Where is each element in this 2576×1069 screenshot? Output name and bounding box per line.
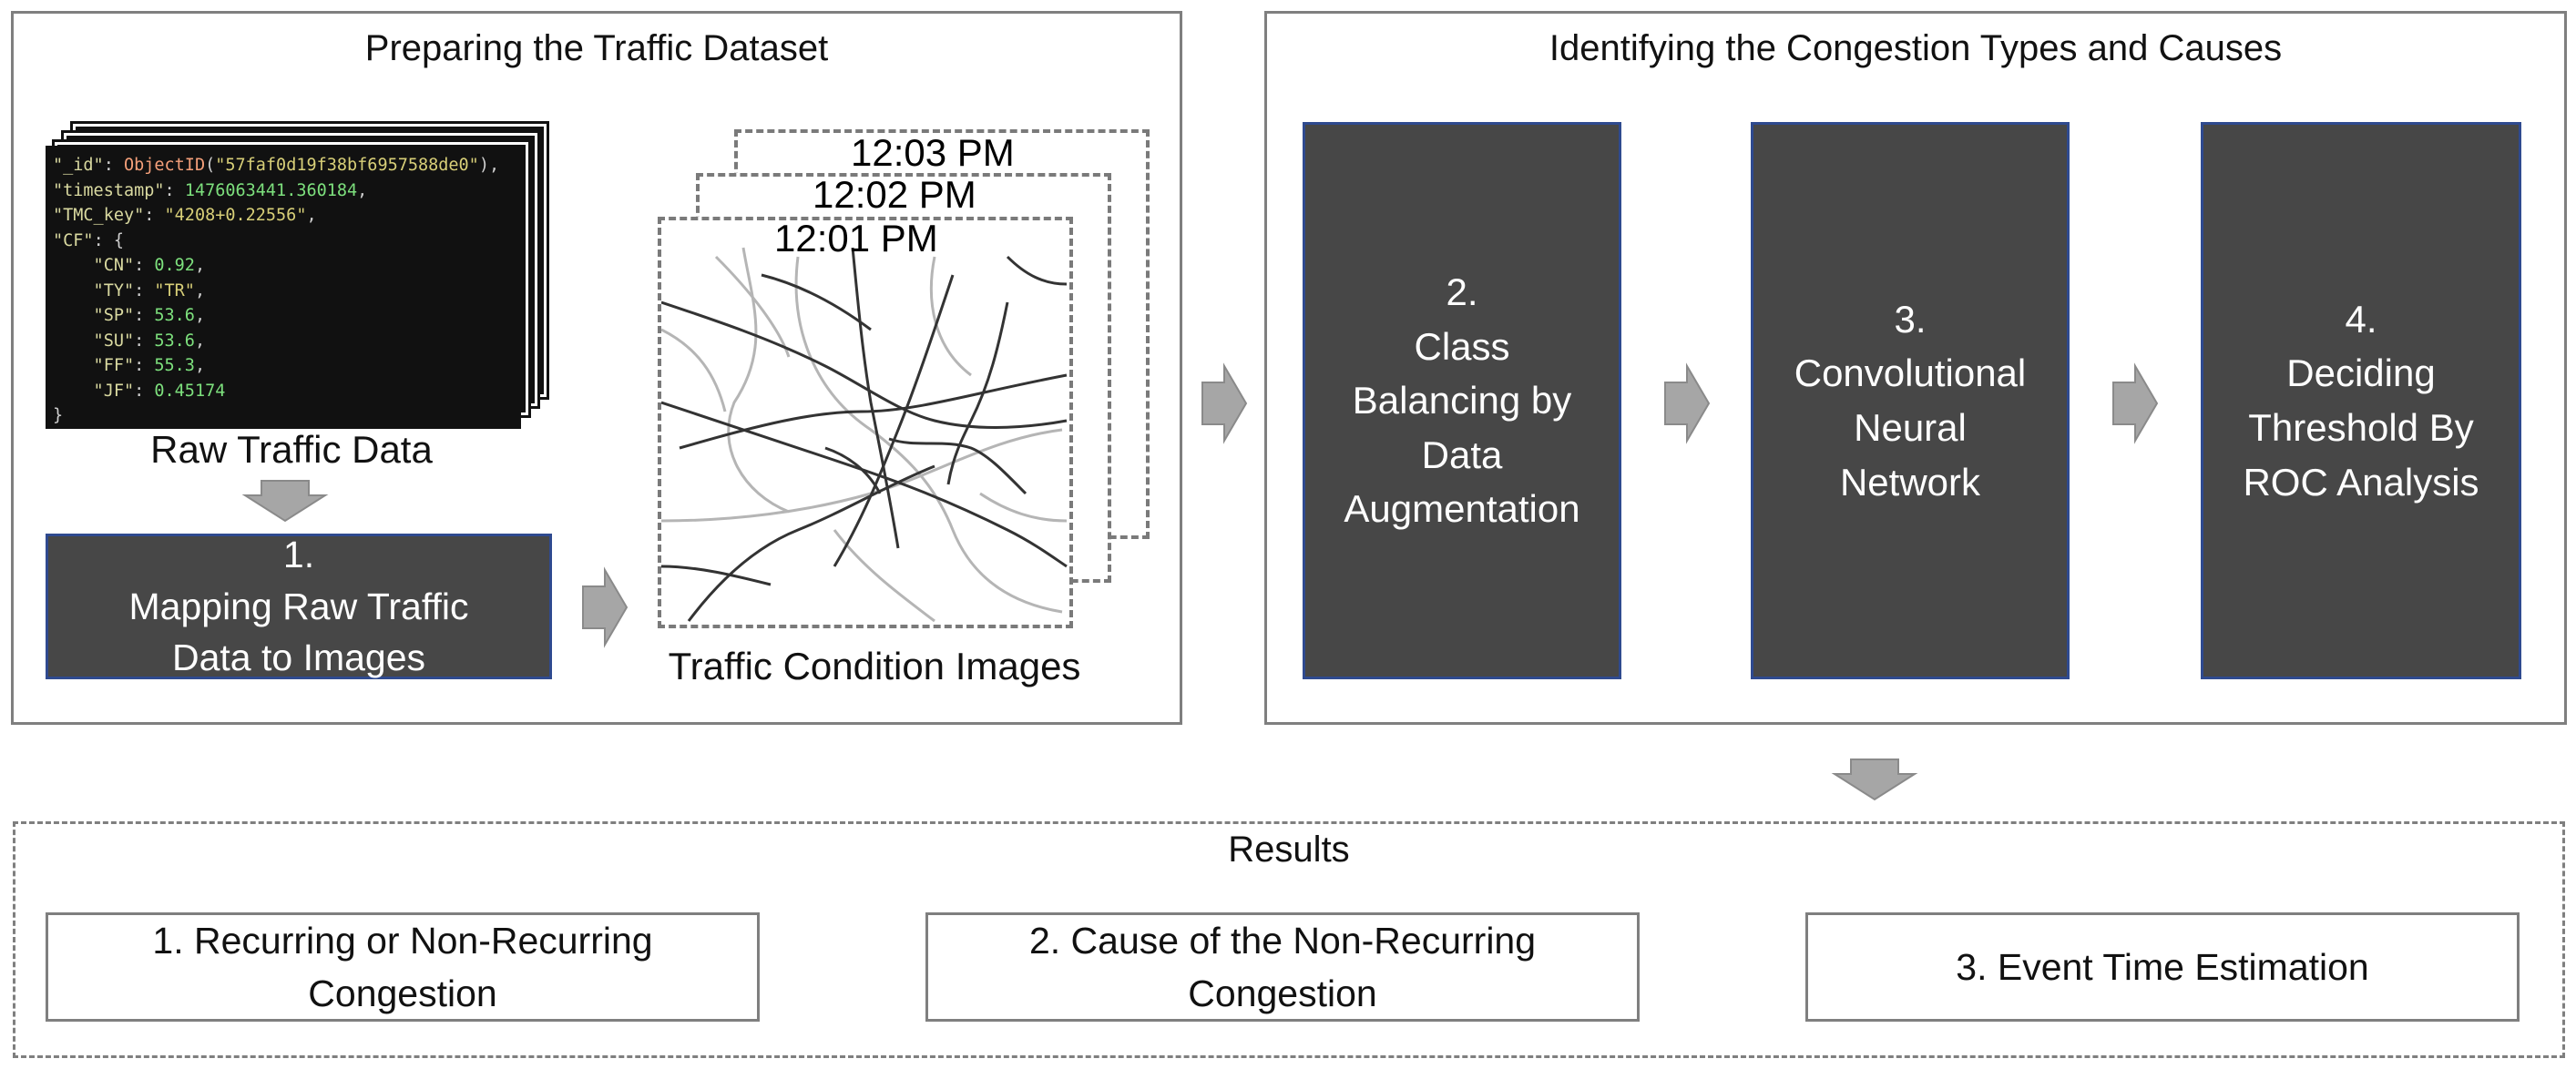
json-record: "_id": ObjectID("57faf0d19f38bf6957588de… [46,146,521,429]
json-key: "CF" [53,230,94,250]
result-cause-box: 2. Cause of the Non-Recurring Congestion [925,912,1640,1022]
road-map-graphic [661,247,1068,623]
panel-title: Identifying the Congestion Types and Cau… [1549,28,2283,68]
json-line: "timestamp": 1476063441.360184, [53,180,368,200]
result-recurring-box: 1. Recurring or Non-Recurring Congestion [46,912,760,1022]
timestamp-3: 12:03 PM [851,131,1015,174]
result-event-time-box: 3. Event Time Estimation [1805,912,2520,1022]
json-value: "57faf0d19f38bf6957588de0" [215,156,479,175]
raw-data-label: Raw Traffic Data [150,428,433,471]
json-line: "FF": 55.3, [53,356,206,375]
json-value: "TR" [154,280,195,300]
json-line: "TMC_key": "4208+0.22556", [53,206,317,225]
json-key: "_id" [53,156,104,175]
json-key: "timestamp" [53,180,165,200]
step-cnn-label: 3. Convolutional Neural Network [1794,297,2027,504]
right-arrow-icon [1201,362,1248,444]
results-title: Results [1228,830,1350,870]
step-roc-box: 4. Deciding Threshold By ROC Analysis [2201,122,2521,679]
json-key: "SP" [53,306,135,325]
step-mapping-box: 1. Mapping Raw Traffic Data to Images [46,534,552,679]
panel-title: Preparing the Traffic Dataset [364,28,829,68]
json-line: "JF": 0.45174 [53,381,226,401]
step-class-balancing-label: 2. Class Balancing by Data Augmentation [1344,270,1580,531]
down-arrow-icon [1831,758,1918,801]
json-key: "TY" [53,280,135,300]
json-value: 0.45174 [154,381,226,401]
traffic-image-card-1 [658,217,1073,628]
json-key: "SU" [53,331,135,351]
step-roc-label: 4. Deciding Threshold By ROC Analysis [2243,297,2479,504]
right-arrow-icon [1664,362,1711,444]
result-recurring-label: 1. Recurring or Non-Recurring Congestion [152,919,653,1014]
step-mapping-label: 1. Mapping Raw Traffic Data to Images [128,534,469,679]
json-value: 53.6 [154,306,195,325]
images-label: Traffic Condition Images [668,645,1081,687]
result-cause-label: 2. Cause of the Non-Recurring Congestion [1028,919,1537,1014]
step-class-balancing-box: 2. Class Balancing by Data Augmentation [1303,122,1621,679]
json-line: "SP": 53.6, [53,306,206,325]
json-value: "4208+0.22556" [164,206,307,225]
json-key: "CN" [53,256,135,275]
json-func: ObjectID [123,156,206,175]
raw-data-json: "_id": ObjectID("57faf0d19f38bf6957588de… [46,146,521,429]
json-value: 0.92 [154,256,195,275]
down-arrow-icon [241,480,329,523]
right-arrow-icon [582,566,629,648]
json-line: "_id": ObjectID("57faf0d19f38bf6957588de… [53,156,500,175]
json-value: 55.3 [154,356,195,375]
result-event-time-label: 3. Event Time Estimation [1956,945,2369,988]
timestamp-2: 12:02 PM [813,173,976,216]
right-arrow-icon [2112,362,2159,444]
json-line: "CF": { [53,230,124,250]
json-value: 1476063441.360184 [184,180,358,200]
json-line: } [53,406,64,425]
json-line: "TY": "TR", [53,280,206,300]
timestamp-1: 12:01 PM [774,217,938,260]
json-line: "CN": 0.92, [53,256,206,275]
json-key: "JF" [53,381,135,401]
step-cnn-box: 3. Convolutional Neural Network [1751,122,2070,679]
json-key: "TMC_key" [53,206,145,225]
json-value: 53.6 [154,331,195,351]
json-key: "FF" [53,356,135,375]
json-line: "SU": 53.6, [53,331,206,351]
results-panel: Results [13,821,2565,1058]
